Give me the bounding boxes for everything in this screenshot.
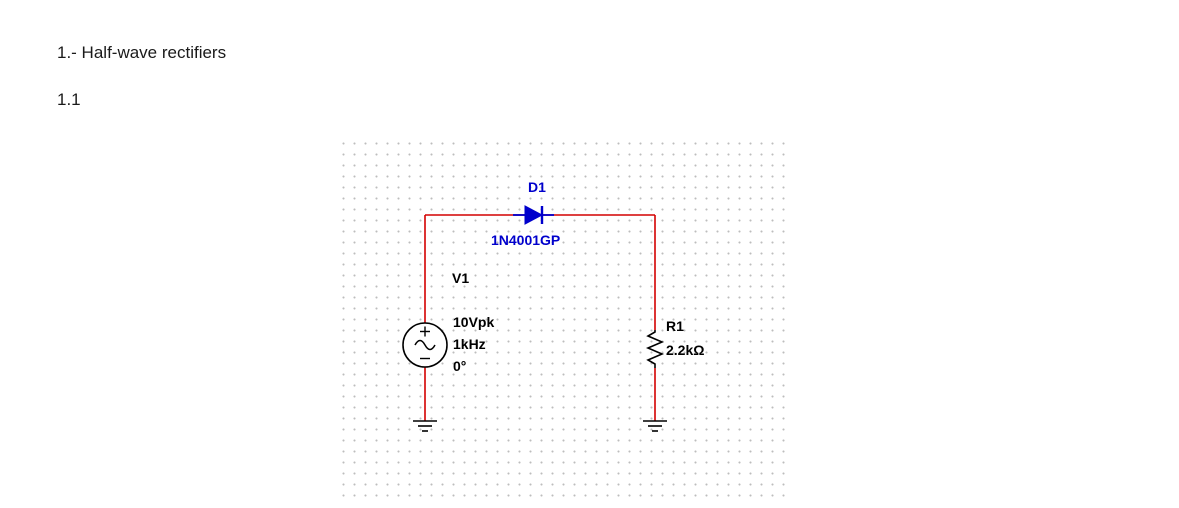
schematic-canvas: D1 1N4001GP V1 10Vpk 1kHz 0° R1 2.2kΩ xyxy=(335,135,785,505)
sine-wave-icon xyxy=(414,339,436,351)
section-number: 1.1 xyxy=(57,90,81,109)
source-phase-label: 0° xyxy=(453,358,467,374)
ground-symbol-right xyxy=(643,420,667,432)
resistor-value-label: 2.2kΩ xyxy=(666,342,705,358)
circuit-drawing xyxy=(402,205,667,432)
source-frequency-label: 1kHz xyxy=(453,336,486,352)
plus-icon xyxy=(420,326,430,337)
ground-symbol-left xyxy=(413,420,437,432)
diode-part-label: 1N4001GP xyxy=(491,232,561,248)
source-amplitude-label: 10Vpk xyxy=(453,314,495,330)
section-heading: 1.- Half-wave rectifiers xyxy=(57,43,227,62)
source-ref-label: V1 xyxy=(452,270,470,286)
diode-ref-label: D1 xyxy=(528,179,546,195)
diode-symbol xyxy=(513,205,554,225)
ac-source-symbol xyxy=(402,322,448,368)
resistor-ref-label: R1 xyxy=(666,318,684,334)
resistor-symbol xyxy=(645,330,665,368)
